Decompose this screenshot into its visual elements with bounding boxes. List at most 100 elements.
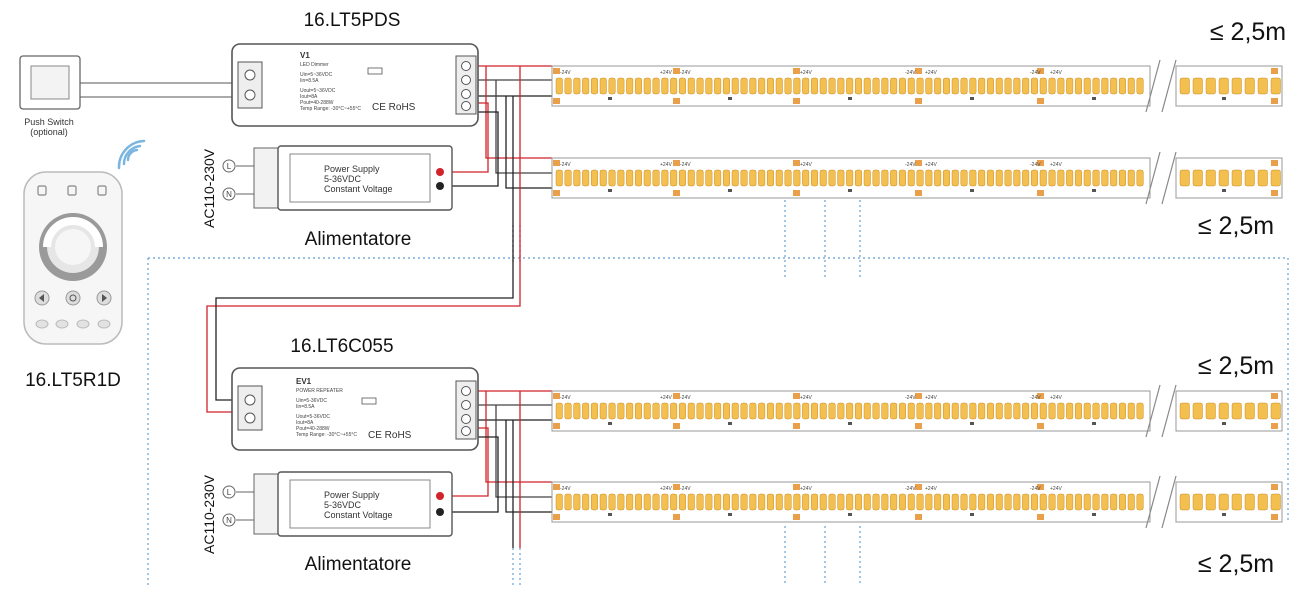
strip-length-label: ≤ 2,5m: [1198, 212, 1274, 240]
led-chip: [758, 77, 766, 95]
led-chip: [1022, 402, 1030, 420]
solder-pad: [673, 393, 680, 399]
solder-pad: [1271, 98, 1278, 104]
strip-break-mark: [1161, 384, 1177, 438]
led-chip: [828, 493, 836, 511]
led-chip: [775, 77, 783, 95]
led-chip: [802, 493, 810, 511]
led-chip: [731, 493, 739, 511]
led-chip: [1136, 169, 1144, 187]
polarity-mark: -24V: [1030, 70, 1041, 76]
led-chip: [564, 493, 572, 511]
wire-black: [440, 436, 499, 513]
led-chip: [1013, 493, 1021, 511]
polarity-mark: +24V: [660, 486, 672, 492]
wire-gray: [495, 405, 552, 498]
polarity-mark: -24V: [905, 486, 916, 492]
polarity-mark: -24V: [560, 162, 571, 168]
led-chip: [1244, 169, 1255, 187]
led-chip: [890, 169, 898, 187]
led-chip: [969, 493, 977, 511]
led-chip: [854, 493, 862, 511]
push-switch: Push Switch (optional): [19, 55, 81, 137]
led-chip: [687, 493, 695, 511]
led-chip: [1074, 169, 1082, 187]
solder-pad: [1271, 68, 1278, 74]
led-chip: [652, 77, 660, 95]
power-icon: [69, 294, 77, 302]
solder-pad: [1271, 190, 1278, 196]
resistor: [848, 189, 852, 192]
solder-pad: [553, 68, 560, 74]
led-chip: [590, 402, 598, 420]
led-chip: [599, 77, 607, 95]
led-chip: [1004, 493, 1012, 511]
psu-line2: 5-36VDC: [324, 500, 362, 510]
led-chip: [951, 493, 959, 511]
solder-pad: [553, 514, 560, 520]
led-chip: [890, 402, 898, 420]
led-chip: [784, 169, 792, 187]
spec-line: Uin=5~36VDC: [300, 72, 333, 78]
wireless-signal-icon: [117, 139, 146, 170]
remote-label: 16.LT5R1D: [25, 370, 121, 391]
led-chip: [907, 493, 915, 511]
spec-line: Uout=5~36VDC: [300, 88, 336, 94]
solder-pad: [915, 423, 922, 429]
strip-break-mark: [1145, 384, 1161, 438]
controller-top-body: [231, 43, 479, 127]
led-chip: [749, 402, 757, 420]
led-chip: [1048, 402, 1056, 420]
left-arrow-icon: [39, 294, 44, 302]
led-chip: [758, 169, 766, 187]
led-chip: [1118, 169, 1126, 187]
psu-positive-output: [436, 168, 444, 176]
solder-pad: [915, 68, 922, 74]
led-chip: [969, 77, 977, 95]
resistor: [848, 97, 852, 100]
polarity-mark: +24V: [1050, 70, 1062, 76]
led-chip: [643, 402, 651, 420]
led-chip: [731, 402, 739, 420]
led-chip: [1244, 493, 1255, 511]
led-chip: [1101, 77, 1109, 95]
led-chip: [555, 169, 563, 187]
led-chip: [661, 169, 669, 187]
remote-scene-buttons: [35, 319, 111, 329]
led-chip: [573, 77, 581, 95]
led-chip: [564, 169, 572, 187]
resistor: [608, 97, 612, 100]
led-chip: [872, 77, 880, 95]
led-chip: [1030, 402, 1038, 420]
led-chip: [1179, 493, 1190, 511]
led-chip: [986, 493, 994, 511]
led-chip: [916, 493, 924, 511]
power-repeater: 16.LT6C055 EV1 POWER REPEATER Uin=5-36VD…: [231, 336, 479, 451]
resistor: [1092, 422, 1096, 425]
led-chip: [1179, 402, 1190, 420]
wire-red: [206, 66, 521, 413]
led-chip: [1030, 77, 1038, 95]
polarity-mark: -24V: [560, 70, 571, 76]
polarity-mark: +24V: [1050, 395, 1062, 401]
polarity-mark: -24V: [905, 162, 916, 168]
solder-pad: [1037, 160, 1044, 166]
led-chip: [705, 169, 713, 187]
led-chip: [758, 402, 766, 420]
strip-break-mark: [1161, 59, 1177, 113]
led-chip: [916, 402, 924, 420]
resistor: [970, 189, 974, 192]
polarity-mark: -24V: [1030, 162, 1041, 168]
led-chip: [846, 402, 854, 420]
solder-pad: [673, 68, 680, 74]
remote-wheel-center: [55, 229, 91, 265]
led-chip: [1231, 77, 1242, 95]
led-chip: [1083, 77, 1091, 95]
wire-gray: [495, 80, 552, 174]
led-chip: [1039, 169, 1047, 187]
polarity-mark: -24V: [560, 395, 571, 401]
led-chip: [608, 402, 616, 420]
polarity-mark: +24V: [1050, 162, 1062, 168]
solder-pad: [553, 423, 560, 429]
strip-break-mark: [1161, 475, 1177, 529]
